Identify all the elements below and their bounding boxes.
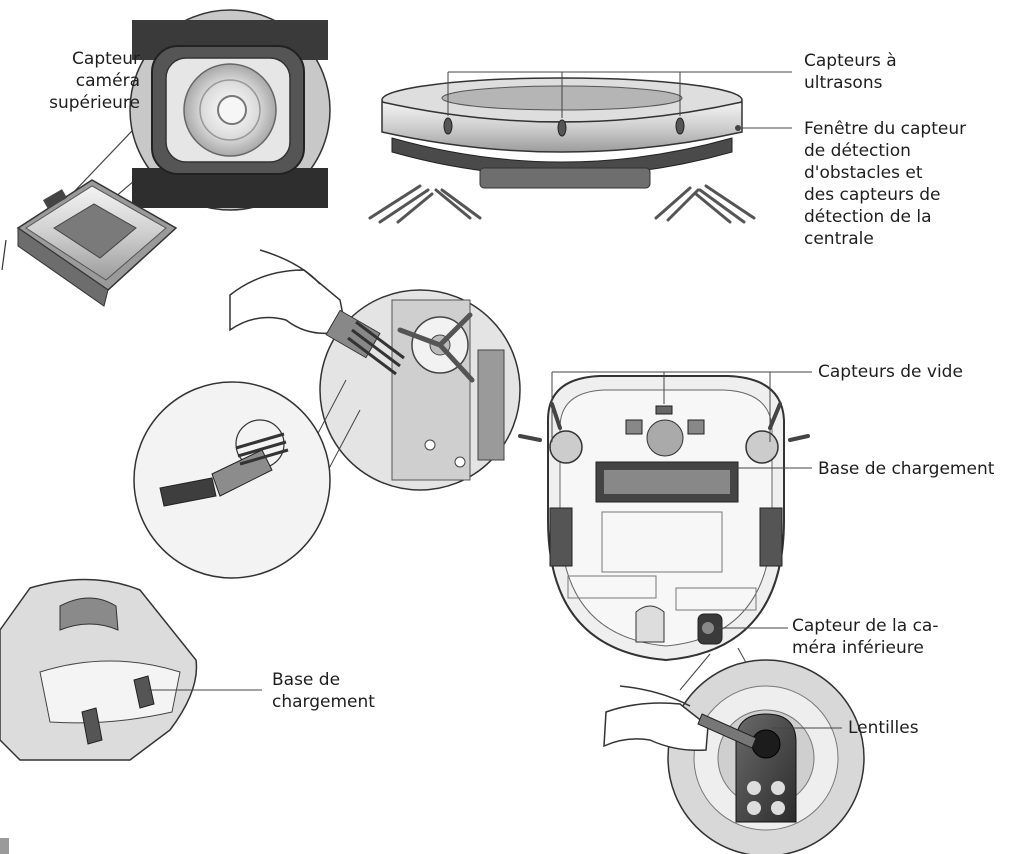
brush-cleaning-zoom [229,249,521,491]
robot-top-view [1,179,178,307]
label-top-camera: Capteur caméra supérieure [49,49,140,113]
label-ultrasonic-sensors: Capteurs à ultrasons [804,51,897,93]
label-charging-contacts-robot: Base de chargement [818,459,995,479]
top-camera-zoom [69,9,331,211]
page-corner-marker [0,838,9,854]
bottom-camera-zoom [603,659,865,854]
robot-side-view [368,71,792,224]
charging-base [0,578,262,761]
robot-underside [518,371,812,691]
label-cliff-sensors: Capteurs de vide [818,362,963,382]
label-charging-base: Base de chargement [272,670,375,712]
label-lenses: Lentilles [848,718,919,738]
label-bottom-camera: Capteur de la ca- méra inférieure [792,616,939,658]
label-obstacle-sensor-window: Fenêtre du capteur de détection d'obstac… [804,119,967,249]
brush-detail-zoom [133,381,331,579]
